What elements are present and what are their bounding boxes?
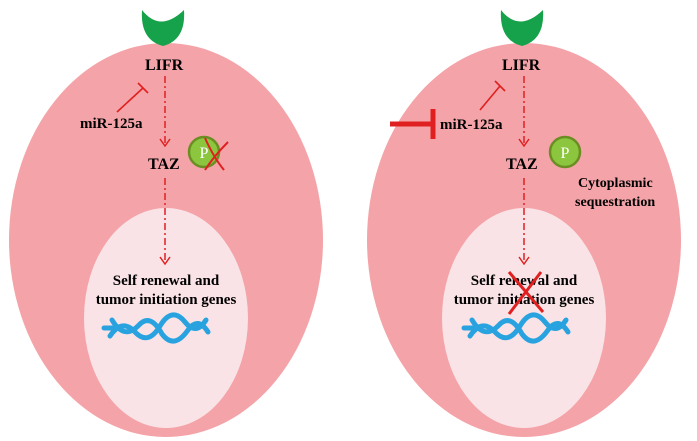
left-genes-label-line1: Self renewal and bbox=[113, 273, 220, 289]
right-mirna-inhibition-bar bbox=[494, 80, 506, 92]
right-phospho-icon bbox=[548, 135, 582, 169]
right-effector-label: TAZ bbox=[506, 156, 538, 173]
left-cell-panel: LIFR miR-125a TAZ P Self renewal and tum… bbox=[9, 10, 323, 437]
right-genes-cross-stroke2 bbox=[507, 271, 543, 315]
left-receptor-label: LIFR bbox=[145, 57, 184, 74]
left-mirna-label: miR-125a bbox=[80, 116, 143, 132]
right-sequestration-line1: Cytoplasmic bbox=[578, 176, 653, 191]
left-ligand-icon bbox=[141, 10, 185, 46]
right-receptor-label: LIFR bbox=[502, 57, 541, 74]
right-genes-label-line2: tumor initiation genes bbox=[454, 292, 595, 308]
left-mirna-inhibition-bar bbox=[137, 82, 149, 94]
left-arrowhead-lifr-taz bbox=[159, 138, 171, 148]
left-phospho-label: P bbox=[200, 145, 209, 162]
right-dna-icon bbox=[461, 312, 571, 344]
left-genes-label-line2: tumor initiation genes bbox=[96, 292, 237, 308]
right-phospho-label: P bbox=[561, 145, 570, 162]
left-effector-label: TAZ bbox=[148, 156, 180, 173]
right-mirna-label: miR-125a bbox=[440, 117, 503, 133]
right-ligand-icon bbox=[500, 10, 544, 46]
left-phospho-cross-stroke2 bbox=[204, 141, 229, 171]
right-arrowhead-lifr-taz bbox=[518, 138, 530, 148]
right-genes-label-line1: Self renewal and bbox=[471, 273, 578, 289]
right-arrowhead-taz-genes bbox=[518, 256, 530, 266]
left-mirna-inhibition-line bbox=[116, 87, 144, 113]
right-cell-panel: LIFR miR-125a TAZ P Cytoplasmic sequestr… bbox=[367, 10, 681, 437]
left-arrowhead-taz-genes bbox=[159, 256, 171, 266]
right-mirna-inhibition-line bbox=[479, 85, 501, 111]
left-dna-icon bbox=[101, 312, 211, 344]
right-sequestration-line2: sequestration bbox=[575, 195, 655, 210]
